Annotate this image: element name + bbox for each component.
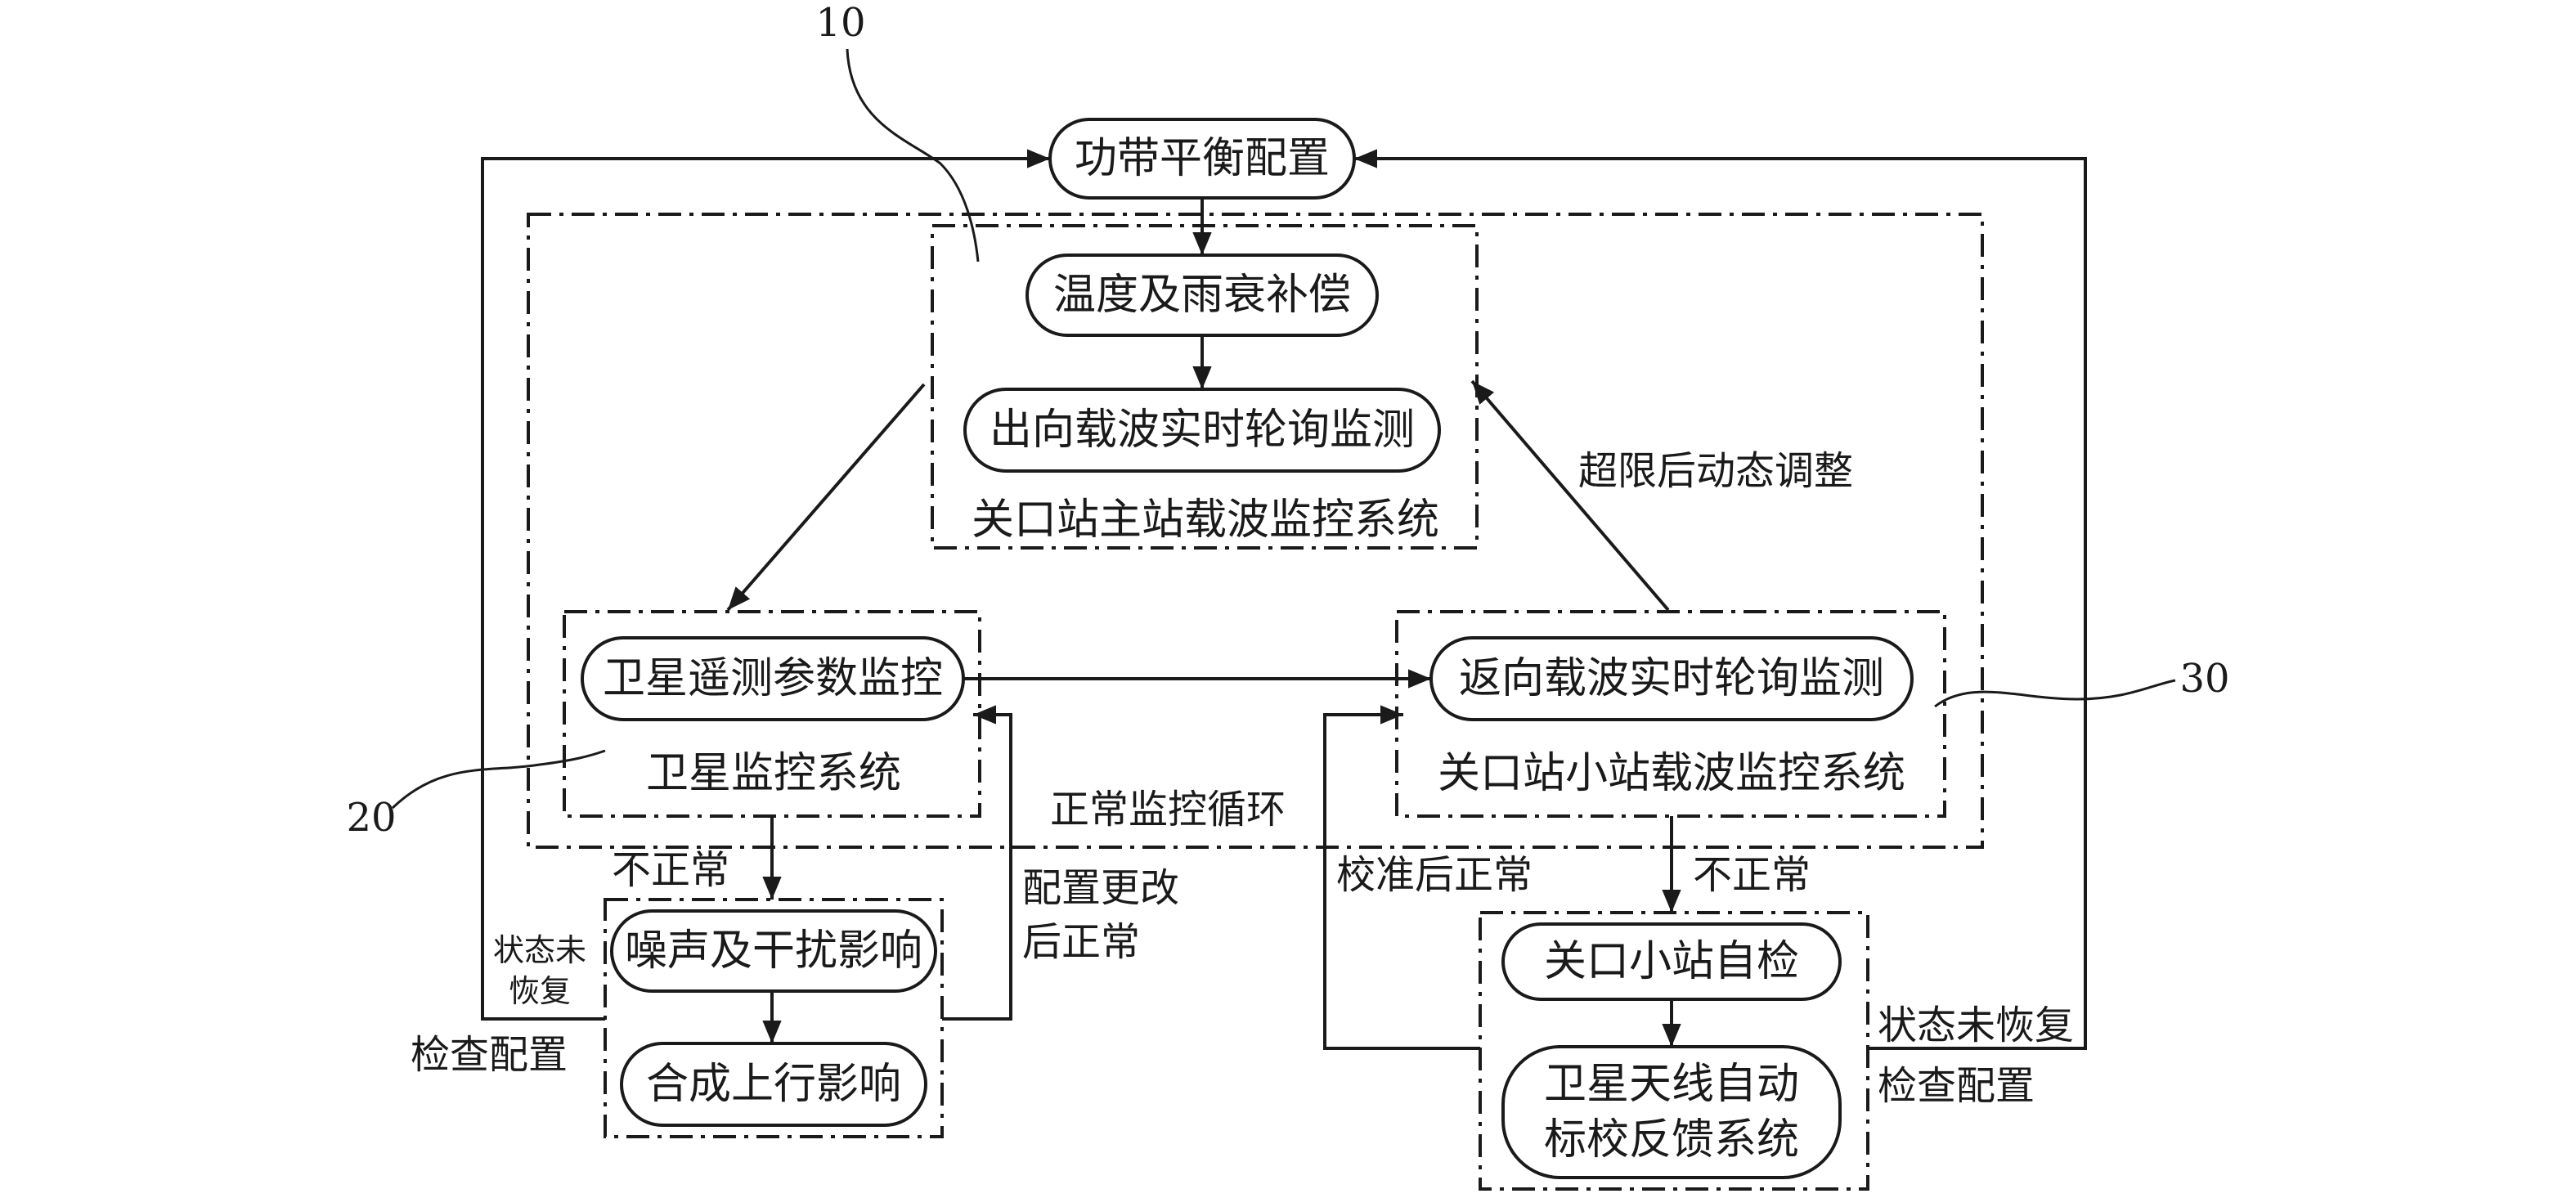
node-sat-telemetry [581,636,965,721]
node-power-balance-label: 功带平衡配置 [1075,134,1330,183]
node-noise-label: 噪声及干扰影响 [625,927,922,976]
label-dynamic-adjust: 超限后动态调整 [1578,448,1853,494]
node-self-check-label: 关口小站自检 [1544,937,1799,986]
node-return-poll-label: 返向载波实时轮询监测 [1459,654,1884,703]
arrow-config-change-normal [942,705,1012,1021]
node-sat-telemetry-label: 卫星遥测参数监控 [603,654,943,703]
node-antenna [1501,1045,1842,1179]
label-normal-loop: 正常监控循环 [1050,787,1286,832]
node-uplink-label: 合成上行影响 [646,1060,901,1109]
node-outbound-poll-label: 出向载波实时轮询监测 [990,406,1415,455]
arrow-return-to-master [1470,379,1670,612]
node-antenna-label-1: 卫星天线自动 [1544,1060,1799,1109]
label-state-left-2: 恢复 [509,973,571,1009]
label-state-left-1: 状态未 [493,932,586,968]
label-state-right: 状态未恢复 [1878,1003,2074,1048]
arrow-left-recheck [481,149,1050,1021]
connectors [481,149,2087,1050]
node-power-balance [1048,118,1356,200]
node-outbound-poll [963,388,1441,473]
label-abnormal-left: 不正常 [612,847,729,893]
label-calib-normal: 校准后正常 [1336,852,1533,898]
node-temp-rain-label: 温度及雨衰补偿 [1053,271,1351,320]
arrow-calib-normal [1323,705,1480,1050]
ref-20: 20 [346,795,396,841]
label-check-right: 检查配置 [1878,1063,2035,1109]
label-config-change-1: 配置更改 [1022,865,1179,911]
node-noise [610,909,937,993]
small-system-caption: 关口站小站载波监控系统 [1438,749,1905,798]
ref-20-leader [391,749,606,810]
arrow-right-recheck [1354,149,2087,1050]
node-temp-rain [1025,254,1379,337]
sat-system-caption: 卫星监控系统 [646,749,901,798]
label-abnormal-right: 不正常 [1693,852,1811,898]
node-self-check [1501,922,1842,1001]
master-system-caption: 关口站主站载波监控系统 [972,496,1439,545]
ref-10-leader [846,48,980,262]
ref-30-leader [1934,679,2176,708]
node-return-poll [1429,636,1914,721]
selfcheck-antenna-frame [1479,911,1869,1191]
normal-loop-frame [527,213,1984,849]
ref-10: 10 [815,0,865,46]
label-check-left: 检查配置 [411,1032,568,1078]
ref-30: 30 [2179,656,2229,702]
arrow-master-to-sat [726,383,926,612]
node-uplink [620,1042,927,1127]
node-antenna-label-2: 标校反馈系统 [1544,1115,1799,1164]
label-config-change-2: 后正常 [1022,919,1140,965]
